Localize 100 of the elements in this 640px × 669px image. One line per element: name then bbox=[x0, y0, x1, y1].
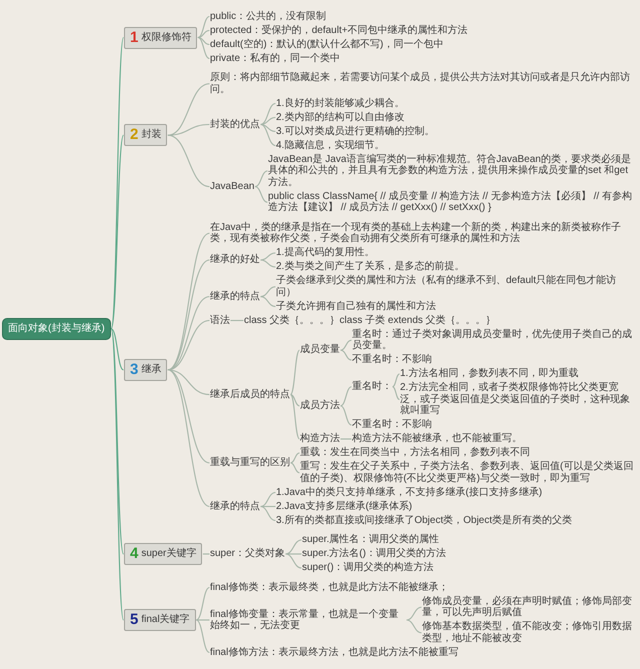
connector-line bbox=[340, 438, 352, 440]
connector-line bbox=[168, 232, 210, 370]
subtopic-text: final修饰类：表示最终类，也就是此方法不能被继承； bbox=[210, 582, 448, 594]
topic-label: final关键字 bbox=[141, 614, 190, 626]
connector-line bbox=[290, 350, 300, 395]
connector-line bbox=[392, 374, 400, 388]
subtopic-text: 继承的好处 bbox=[210, 254, 260, 266]
connector-line bbox=[254, 170, 268, 188]
connector-line bbox=[198, 30, 210, 38]
topic-number: 3 bbox=[130, 362, 138, 378]
connector-line bbox=[196, 587, 210, 620]
connector-line bbox=[260, 492, 276, 508]
connector-line bbox=[198, 36, 210, 60]
connector-line bbox=[168, 124, 210, 136]
connector-line bbox=[340, 405, 352, 426]
subtopic-text: 1.方法名相同，参数列表不同，即为重载 bbox=[400, 368, 578, 380]
connector-line bbox=[260, 506, 276, 508]
subtopic-text: 构造方法 bbox=[300, 433, 340, 445]
subtopic-text: JavaBean是 Java语言编写类的一种标准规范。符合JavaBean的类，要求类必须是具体的和公共的，并且具有无参数的构造方法，提供用来操作成员变量的set 和get 方法。 bbox=[268, 154, 636, 188]
connector-line bbox=[168, 320, 210, 370]
subtopic-text: 成员方法 bbox=[300, 400, 340, 412]
subtopic-text: 构造方法不能被继承，也不能被重写。 bbox=[352, 433, 522, 445]
subtopic-text: super.方法名()：调用父类的方法 bbox=[302, 548, 446, 560]
subtopic-text: default(空的)：默认的(默认什么都不写)，同一个包中 bbox=[210, 38, 444, 50]
subtopic-text: 继承的特点 bbox=[210, 290, 260, 302]
subtopic-text: 语法 bbox=[210, 314, 230, 326]
subtopic-text: 继承的特点 bbox=[210, 500, 260, 512]
connector-line bbox=[168, 260, 210, 370]
subtopic-text: public class ClassName{ // 成员变量 // 构造方法 // 无参构造方法【必须】 // 有参构造方法【建议】 // 成员方法 // getXxx() // setXxx() } bbox=[268, 190, 636, 214]
connector-line bbox=[110, 328, 124, 620]
subtopic-text: 子类允许拥有自己独有的属性和方法 bbox=[276, 300, 436, 312]
connector-line bbox=[198, 16, 210, 38]
connector-line bbox=[260, 116, 276, 126]
subtopic-text: 2.类与类之间产生了关系，是多态的前提。 bbox=[276, 261, 464, 273]
connector-line bbox=[406, 606, 422, 621]
topic-box bbox=[124, 124, 168, 146]
connector-line bbox=[340, 340, 352, 351]
topic-number: 5 bbox=[130, 612, 138, 628]
connector-line bbox=[202, 553, 210, 555]
connector-line bbox=[110, 328, 124, 554]
subtopic-text: 重写：发生在父子关系中，子类方法名、参数列表、返回值(可以是父类返回值的子类)、权限修饰符(不比父类更严格)与父类一致时，即为重写 bbox=[300, 461, 636, 484]
subtopic-text: 2.类内部的结构可以自由修改 bbox=[276, 112, 404, 124]
connector-line bbox=[110, 328, 124, 370]
subtopic-text: 1.提高代码的复用性。 bbox=[276, 247, 374, 259]
connector-line bbox=[340, 350, 352, 361]
connector-line bbox=[110, 135, 124, 329]
subtopic-text: 修饰基本数据类型，值不能改变；修饰引用数据类型，地址不能被改变 bbox=[422, 621, 636, 644]
connector-line bbox=[260, 506, 276, 522]
subtopic-text: protected：受保护的，default+不同包中继承的属性和方法 bbox=[210, 24, 468, 36]
subtopic-text: 重名时：通过子类对象调用成员变量时，优先使用子类自己的成员变量。 bbox=[352, 328, 636, 352]
topic-label: 继承 bbox=[141, 364, 162, 376]
subtopic-text: 修饰成员变量，必须在声明时赋值；修饰局部变量，可以先声明后赋值 bbox=[422, 596, 636, 619]
subtopic-text: 在Java中，类的继承是指在一个现有类的基础上去构建一个新的类，构建出来的新类被称作子类，现有类被称作父类，子类会自动拥有父类所有可继承的属性和方法 bbox=[210, 222, 634, 245]
subtopic-text: 2.Java支持多层继承(继承体系) bbox=[276, 500, 412, 512]
connector-line bbox=[406, 619, 422, 634]
connector-line bbox=[230, 320, 244, 322]
subtopic-text: 重载与重写的区别 bbox=[210, 457, 290, 469]
subtopic-text: 重名时： bbox=[352, 381, 392, 392]
connector-line bbox=[198, 36, 210, 46]
subtopic-text: JavaBean bbox=[210, 180, 254, 192]
subtopic-text: 4.隐藏信息，实现细节。 bbox=[276, 140, 384, 152]
topic-box bbox=[124, 543, 202, 565]
connector-line bbox=[196, 619, 210, 621]
subtopic-text: final修饰变量：表示常量，也就是一个变量始终如一，无法变更 bbox=[210, 608, 406, 632]
connector-line bbox=[168, 83, 210, 136]
subtopic-text: 成员变量 bbox=[300, 344, 340, 356]
connector-line bbox=[254, 186, 268, 203]
subtopic-text: 1.Java中的类只支持单继承，不支持多继承(接口支持多继承) bbox=[276, 486, 542, 498]
topic-box bbox=[124, 26, 198, 48]
subtopic-text: 不重名时：不影响 bbox=[352, 354, 432, 366]
connector-line bbox=[168, 134, 210, 188]
connector-line bbox=[168, 369, 210, 507]
topic-number: 1 bbox=[130, 30, 138, 46]
topic-label: super关键字 bbox=[141, 548, 196, 560]
subtopic-text: 继承后成员的特点 bbox=[210, 388, 290, 400]
connector-line bbox=[260, 102, 276, 126]
subtopic-text: final修饰方法：表示最终方法，也就是此方法不能被重写 bbox=[210, 646, 458, 658]
subtopic-text: super()：调用父类的构造方法 bbox=[302, 562, 434, 574]
subtopic-text: class 父类｛。。。｝class 子类 extends 父类｛。。。｝ bbox=[244, 314, 496, 326]
connector-line bbox=[260, 296, 276, 308]
subtopic-text: super.属性名：调用父类的属性 bbox=[302, 534, 440, 546]
subtopic-text: 2.方法完全相同，或者子类权限修饰符比父类更宽泛，或子类返回值是父类返回值的子类时，这种现象就叫重写 bbox=[400, 382, 636, 417]
connector-line bbox=[392, 386, 400, 400]
subtopic-text: 3.可以对类成员进行更精确的控制。 bbox=[276, 126, 434, 138]
connector-line bbox=[260, 124, 276, 146]
subtopic-text: public：公共的，没有限制 bbox=[210, 10, 326, 22]
central-topic: 面向对象(封装与继承) bbox=[2, 318, 111, 340]
topic-number: 4 bbox=[130, 546, 138, 562]
subtopic-text: 封装的优点 bbox=[210, 118, 260, 130]
connector-line bbox=[285, 539, 302, 555]
topic-box bbox=[124, 609, 196, 631]
subtopic-text: 3.所有的类都直接或间接继承了Object类，Object类是所有类的父类 bbox=[276, 514, 572, 526]
subtopic-text: 1.良好的封装能够减少耦合。 bbox=[276, 98, 404, 110]
connector-line bbox=[260, 252, 276, 261]
connector-line bbox=[196, 620, 210, 653]
connector-line bbox=[260, 259, 276, 268]
connector-line bbox=[286, 553, 302, 555]
connector-line bbox=[285, 553, 302, 569]
topic-label: 封装 bbox=[141, 129, 162, 142]
subtopic-text: private：私有的，同一个类中 bbox=[210, 52, 340, 64]
